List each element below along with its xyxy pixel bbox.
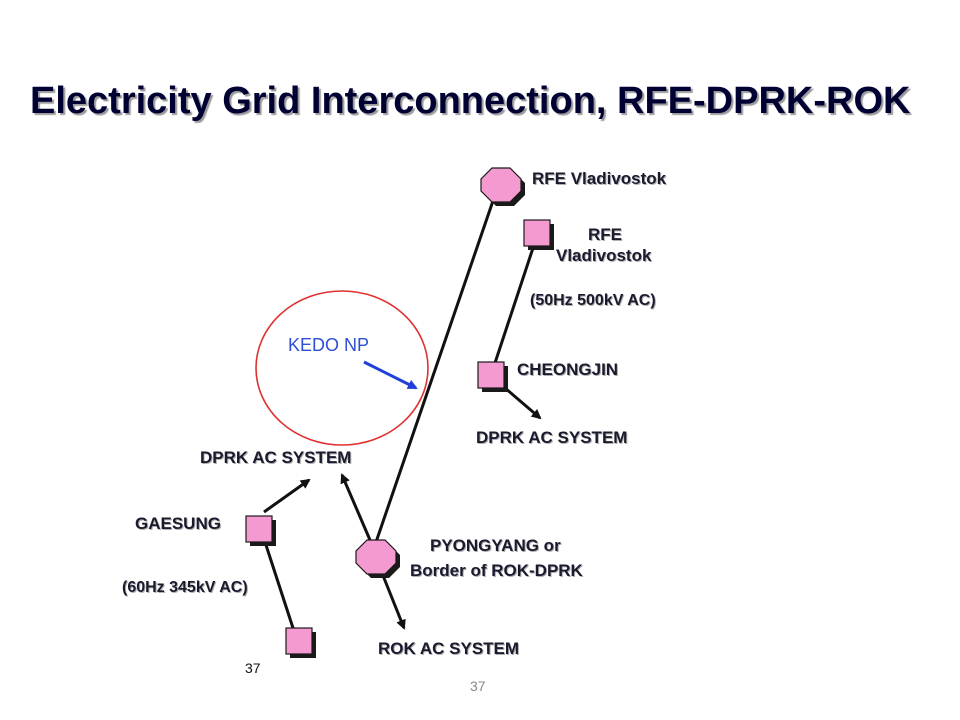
node-gaesung [245,515,276,546]
line-gaesung-south [263,541,295,629]
label-60hz-spec: (60Hz 345kV AC) [122,579,248,596]
label-rfe-line1: RFE [588,225,622,244]
label-rfe-vladivostok-top: RFE Vladivostok [532,169,667,188]
page-number-left: 37 [245,660,261,676]
page-number-center: 37 [470,678,486,694]
node-rfe-vladivostok-octagon [480,167,525,206]
node-cheongjin [477,361,508,392]
line-pyongyang-vladivostok [373,194,497,546]
label-pyongyang-line1: PYONGYANG or [430,536,561,555]
label-dprk-ac-system-right: DPRK AC SYSTEM [476,428,628,447]
label-vladivostok-line2: Vladivostok [556,246,652,265]
node-rfe-vladivostok-square [523,219,554,250]
node-south-square [285,627,316,658]
label-rok-ac-system: ROK AC SYSTEM [378,639,520,658]
kedo-arrow [363,360,418,390]
arrow-gaesung-dprk-ac [263,478,311,514]
label-pyongyang-line2: Border of ROK-DPRK [410,561,583,580]
label-kedo-np: KEDO NP [288,335,370,355]
label-gaesung: GAESUNG [135,514,221,533]
label-dprk-ac-system-left: DPRK AC SYSTEM [200,448,352,467]
node-pyongyang-octagon [355,539,400,578]
line-vladivostok-cheongjin [490,247,535,373]
arrow-pyongyang-dprk-ac [340,473,372,541]
slide-title: Electricity Grid Interconnection, RFE-DP… [30,80,911,122]
label-50hz-spec: (50Hz 500kV AC) [530,292,656,309]
kedo-np-circle [255,290,429,446]
label-cheongjin: CHEONGJIN [517,360,619,379]
